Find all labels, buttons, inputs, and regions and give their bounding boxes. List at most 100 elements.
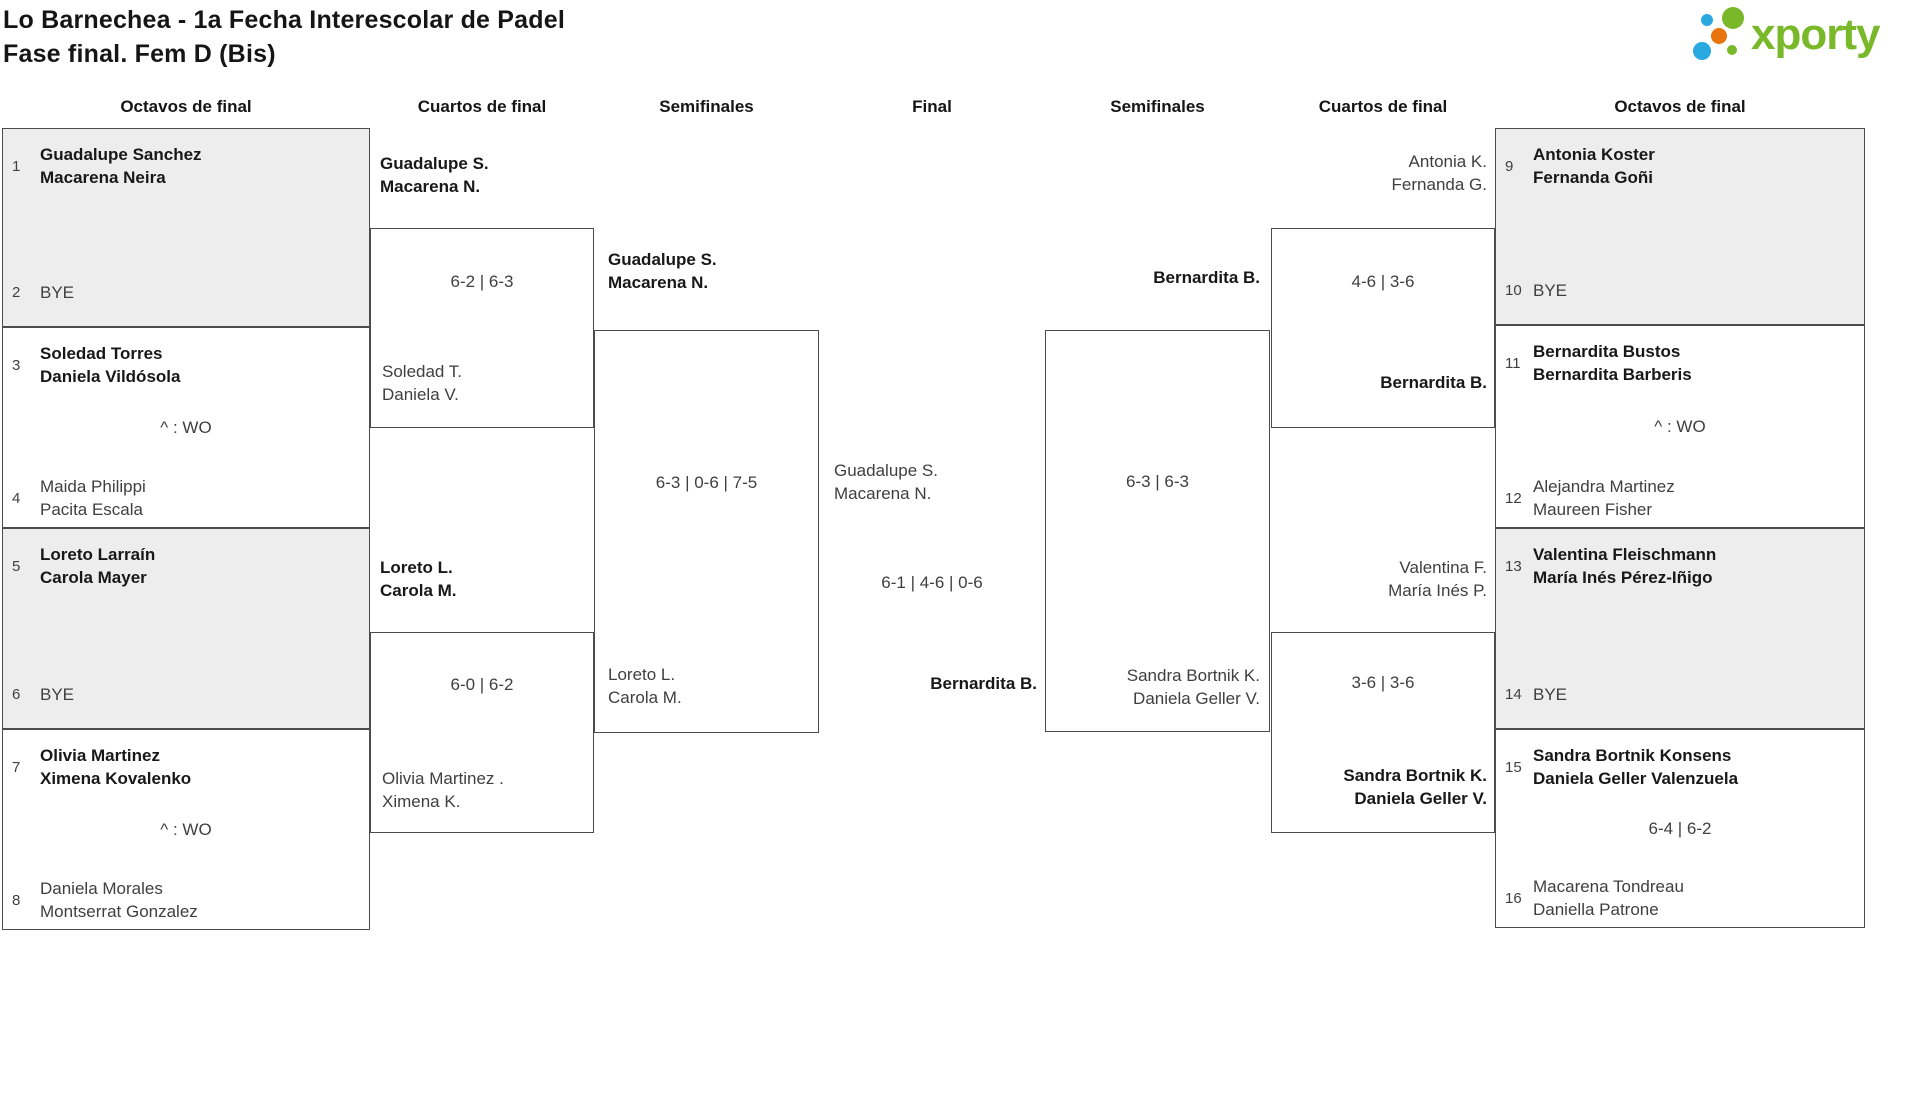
team-line: BYE [40,283,75,302]
team-line: Macarena Tondreau [1533,877,1684,896]
team-line: Olivia Martinez [40,746,160,765]
match-box-octavos-6: 11 Bernardita Bustos Bernardita Barberis… [1495,325,1865,528]
team-entry: 1 Guadalupe Sanchez Macarena Neira [12,143,361,189]
team-line: Bernardita B. [1380,373,1487,392]
team-line: Daniela Geller V. [1133,689,1260,708]
team-line: Carola M. [608,688,682,707]
team-line: Bernardita B. [1153,268,1260,287]
team-entry: 5 Loreto Larraín Carola Mayer [12,543,361,589]
match-box-octavos-4: 7 Olivia Martinez Ximena Kovalenko ^ : W… [2,729,370,930]
seed-number: 10 [1505,282,1522,299]
seed-number: 8 [12,891,21,909]
team-entry: 6 BYE [12,683,361,706]
team-line: Sandra Bortnik K. [1343,766,1487,785]
team-line: Daniella Patrone [1533,900,1659,919]
team-line: Daniela Geller Valenzuela [1533,769,1739,788]
match-box-octavos-2: 3 Soledad Torres Daniela Vildósola ^ : W… [2,327,370,528]
semi-left-bottom-team: Loreto L. Carola M. [608,663,682,709]
team-line: Macarena N. [834,484,932,503]
match-score: 6-4 | 6-2 [1648,818,1712,838]
xporty-logo-text: xporty [1751,10,1880,59]
seed-number: 13 [1505,557,1522,575]
match-box-cuartos-right-2 [1271,632,1495,833]
match-box-octavos-1: 1 Guadalupe Sanchez Macarena Neira 2 BYE [2,128,370,327]
team-line: Loreto L. [380,558,453,577]
round-header-semis-right: Semifinales [1110,97,1205,116]
team-line: Maida Philippi [40,477,146,496]
seed-number: 16 [1505,889,1522,907]
team-line: Guadalupe S. [608,250,717,269]
match-box-octavos-8: 15 Sandra Bortnik Konsens Daniela Geller… [1495,729,1865,928]
seed-number: 15 [1505,758,1522,776]
round-header-semis-left: Semifinales [659,97,754,116]
cuartos-right-1-top-team: Antonia K. Fernanda G. [1277,150,1487,196]
round-header-octavos-right: Octavos de final [1614,97,1746,116]
cuartos-right-1-score: 4-6 | 3-6 [1351,272,1415,291]
cuartos-right-2-top-team: Valentina F. María Inés P. [1277,556,1487,602]
team-line: Loreto Larraín [40,545,156,564]
team-line: Sandra Bortnik Konsens [1533,746,1732,765]
match-box-cuartos-left-1 [370,228,594,428]
team-line: Sandra Bortnik K. [1126,666,1260,685]
team-line: Alejandra Martinez [1533,477,1675,496]
cuartos-left-2-score: 6-0 | 6-2 [450,675,514,694]
team-entry: 7 Olivia Martinez Ximena Kovalenko [12,744,361,790]
team-line: María Inés P. [1388,581,1487,600]
team-entry: 9 Antonia Koster Fernanda Goñi [1505,143,1856,189]
team-entry: 2 BYE [12,281,361,304]
cuartos-right-2-score: 3-6 | 3-6 [1351,673,1415,692]
xporty-logo: xporty [1685,2,1917,68]
match-box-semi-right [1045,330,1270,732]
team-line: Valentina F. [1399,558,1487,577]
semi-right-score: 6-3 | 6-3 [1125,472,1189,491]
team-entry: 15 Sandra Bortnik Konsens Daniela Geller… [1505,744,1856,790]
team-line: Antonia Koster [1533,145,1655,164]
seed-number: 9 [1505,157,1514,175]
seed-number: 1 [12,157,21,175]
match-box-octavos-7: 13 Valentina Fleischmann María Inés Pére… [1495,528,1865,729]
team-entry: 4 Maida Philippi Pacita Escala [12,475,361,521]
final-score: 6-1 | 4-6 | 0-6 [881,573,983,592]
match-box-cuartos-right-1 [1271,228,1495,428]
page-subtitle: Fase final. Fem D (Bis) [3,40,276,68]
round-header-cuartos-left: Cuartos de final [417,97,547,116]
team-entry: 11 Bernardita Bustos Bernardita Barberis [1505,340,1856,386]
match-box-octavos-3: 5 Loreto Larraín Carola Mayer 6 BYE [2,528,370,729]
team-entry: 13 Valentina Fleischmann María Inés Pére… [1505,543,1856,589]
team-line: Daniela Morales [40,879,163,898]
team-line: Ximena K. [382,792,461,811]
match-score: ^ : WO [1654,416,1706,436]
team-line: Bernardita B. [930,674,1037,693]
team-line: Soledad Torres [40,344,163,363]
semi-left-top-team: Guadalupe S. Macarena N. [608,248,717,294]
team-line: Bernardita Barberis [1533,365,1692,384]
team-line: Macarena N. [380,177,481,196]
team-entry: 16 Macarena Tondreau Daniella Patrone [1505,875,1856,921]
seed-number: 5 [12,557,21,575]
seed-number: 11 [1505,354,1521,372]
team-entry: 3 Soledad Torres Daniela Vildósola [12,342,361,388]
final-winner-team: Bernardita B. [827,672,1037,695]
round-header-final: Final [912,97,952,116]
round-header-cuartos-right: Cuartos de final [1318,97,1448,116]
seed-number: 7 [12,758,21,776]
seed-number: 12 [1505,489,1522,507]
match-box-cuartos-left-2 [370,632,594,833]
team-line: Antonia K. [1408,152,1487,171]
cuartos-left-2-top-team: Loreto L. Carola M. [380,556,457,602]
team-line: Guadalupe S. [834,461,938,480]
team-line: Montserrat Gonzalez [40,902,198,921]
team-entry: 10 BYE [1505,279,1856,302]
team-line: BYE [1533,281,1568,300]
cuartos-left-2-bottom-team: Olivia Martinez . Ximena K. [382,767,504,813]
team-line: Loreto L. [608,665,676,684]
team-line: BYE [40,685,75,704]
team-line: Macarena N. [608,273,709,292]
team-entry: 12 Alejandra Martinez Maureen Fisher [1505,475,1856,521]
team-line: Bernardita Bustos [1533,342,1681,361]
final-left-team: Guadalupe S. Macarena N. [834,459,938,505]
page-title: Lo Barnechea - 1a Fecha Interescolar de … [3,6,566,34]
team-line: BYE [1533,685,1568,704]
xporty-logo-dots-icon [1693,7,1744,60]
